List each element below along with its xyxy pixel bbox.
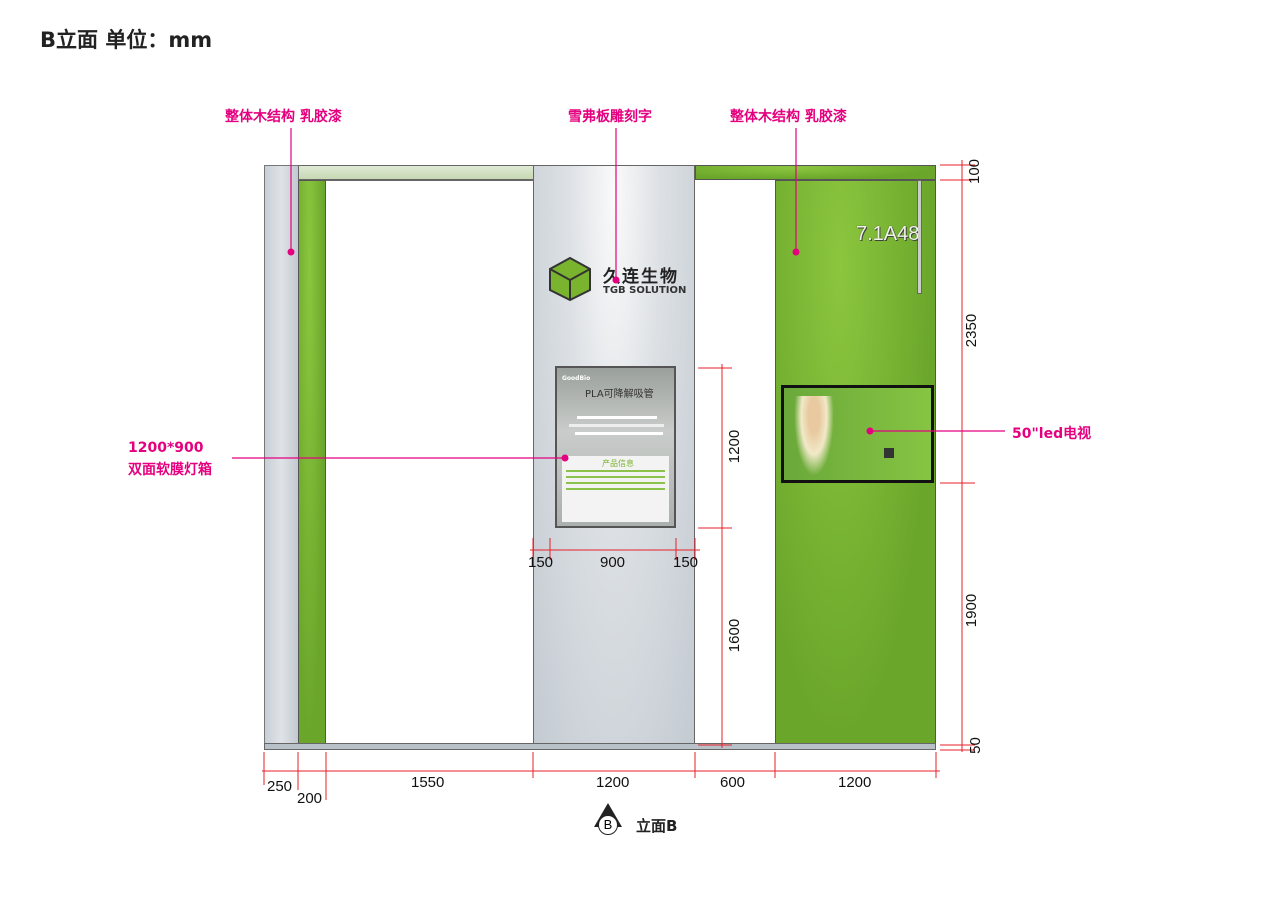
dim-lightbox-bottom: 1600 — [726, 618, 744, 653]
booth-number: 7.1A48 — [856, 223, 918, 245]
company-logo — [548, 256, 592, 306]
logo-name-en: TGB SOLUTION — [603, 285, 687, 296]
left-green-strip — [298, 180, 326, 745]
dim-lightbox-width: 900 — [600, 554, 626, 571]
dim-bottom-right: 1200 — [838, 774, 872, 791]
lightbox: GoodBio PLA可降解吸管 产品信息 — [555, 366, 676, 528]
info-rows — [566, 470, 665, 472]
left-opening — [326, 180, 533, 745]
product-info-panel: 产品信息 — [562, 456, 669, 522]
dim-right-top: 100 — [966, 158, 984, 185]
annotation-lightbox-desc: 双面软膜灯箱 — [128, 462, 212, 478]
dim-bottom-center: 1200 — [596, 774, 630, 791]
straw-image — [577, 416, 657, 419]
left-column — [264, 165, 299, 745]
view-symbol: B — [598, 815, 618, 835]
dim-right-base: 50 — [966, 737, 984, 754]
base-strip — [264, 743, 936, 750]
dim-lightbox-right: 150 — [673, 554, 699, 571]
annotation-sign: 雪弗板雕刻字 — [568, 109, 652, 125]
dim-right-upper: 2350 — [963, 313, 981, 348]
annotation-left-wall: 整体木结构 乳胶漆 — [225, 109, 342, 125]
dim-bottom-strip: 200 — [297, 790, 323, 807]
product-info-title: 产品信息 — [602, 459, 634, 468]
annotation-tv: 50"led电视 — [1012, 426, 1092, 442]
straw-image — [575, 432, 663, 435]
leaf-cube-icon — [549, 256, 591, 302]
dim-bottom-column: 250 — [267, 778, 293, 795]
led-tv — [781, 385, 934, 483]
child-photo — [794, 396, 834, 476]
straw-image — [569, 424, 664, 427]
dim-right-lower: 1900 — [963, 593, 981, 628]
door-handle — [917, 180, 922, 294]
dim-bottom-door: 600 — [720, 774, 746, 791]
dim-bottom-opening: 1550 — [411, 774, 445, 791]
drawing-title: B立面 单位：mm — [40, 28, 213, 52]
annotation-right-wall: 整体木结构 乳胶漆 — [730, 109, 847, 125]
dim-lightbox-height: 1200 — [726, 429, 744, 464]
dim-lightbox-left: 150 — [528, 554, 554, 571]
lightbox-heading: PLA可降解吸管 — [585, 389, 654, 400]
right-top-beam — [695, 165, 936, 180]
annotation-lightbox-size: 1200*900 — [128, 440, 204, 456]
lightbox-brand: GoodBio — [562, 375, 591, 382]
view-label: 立面B — [636, 817, 678, 835]
logo-name-cn: 久连生物 — [603, 267, 679, 287]
qr-code — [884, 448, 894, 458]
